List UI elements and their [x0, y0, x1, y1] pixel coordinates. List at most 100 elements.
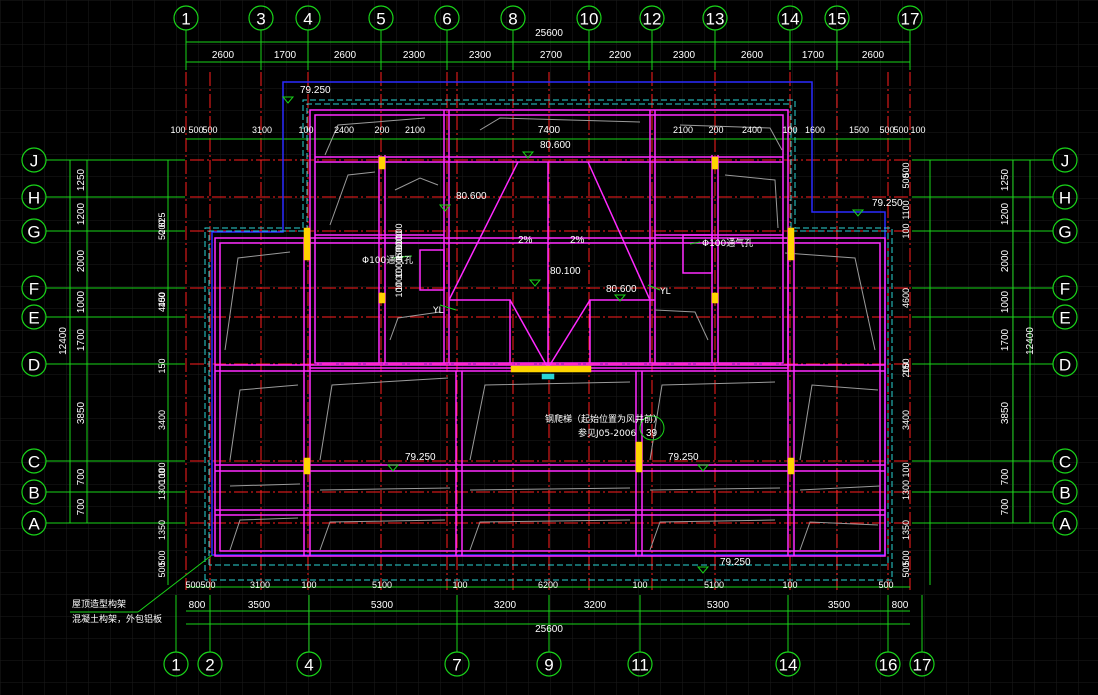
axis-bubble-top-3: 3: [248, 5, 274, 31]
dim-label: 1000: [394, 258, 404, 278]
note-line-1: 屋顶造型构架: [72, 598, 126, 610]
axis-bubble-bottom-17: 17: [909, 651, 935, 677]
dim-label: 3500: [248, 600, 271, 611]
axis-bubble-circle: [248, 5, 274, 31]
dim-label: 1000: [394, 258, 404, 278]
axis-bubble-circle: [1052, 275, 1078, 301]
dim-label: 1000: [394, 271, 404, 291]
axis-label: C: [1059, 453, 1071, 472]
dim-label: 500: [185, 580, 200, 590]
axis-bubble-top-15: 15: [824, 5, 850, 31]
axis-bubble-circle: [295, 5, 321, 31]
dim-label: 100: [170, 125, 185, 135]
dim-label: 2300: [469, 50, 492, 61]
dim-label: 3200: [494, 600, 517, 611]
axis-label: 4: [303, 10, 312, 29]
dim-label: 3850: [1000, 401, 1011, 424]
axis-label: 16: [879, 656, 898, 675]
dim-label: 3200: [584, 600, 607, 611]
dim-label: 100: [157, 468, 167, 483]
dim-total-bottom: 25600: [535, 624, 563, 635]
axis-bubble-right-A: A: [1052, 510, 1078, 536]
dim-label: 100: [901, 462, 911, 477]
axis-bubble-circle: [197, 651, 223, 677]
dim-label: 150: [157, 358, 167, 373]
elevation-marker-e1: 79.250: [281, 85, 331, 104]
dim-label: 500: [901, 562, 911, 577]
axis-bubble-left-B: B: [21, 479, 47, 505]
axis-label: E: [1059, 309, 1070, 328]
dim-label: 200: [901, 362, 911, 377]
dim-label: 5100: [372, 580, 392, 590]
dim-inner-top-mid: 7400: [538, 125, 561, 136]
axis-label: 7: [452, 656, 461, 675]
dim-left-total: 12400: [58, 327, 69, 355]
dim-label: 1600: [805, 125, 825, 135]
axis-bubble-circle: [1052, 448, 1078, 474]
axis-label: 5: [376, 10, 385, 29]
axis-bubble-right-G: G: [1052, 218, 1078, 244]
dim-label: 3400: [901, 410, 911, 430]
axis-label: A: [1059, 515, 1071, 534]
axis-bubble-bottom-16: 16: [875, 651, 901, 677]
elevation-marker-e6: 80.600: [606, 284, 637, 302]
dim-label: 100: [452, 580, 467, 590]
axis-bubble-top-12: 12: [639, 5, 665, 31]
axis-bubble-top-6: 6: [434, 5, 460, 31]
slope-label: 2%: [570, 235, 585, 246]
axis-label: B: [28, 484, 39, 503]
axis-bubble-bottom-14: 14: [775, 651, 801, 677]
dim-label: 1700: [802, 50, 825, 61]
dim-label: 100: [901, 223, 911, 238]
dim-label: 2200: [609, 50, 632, 61]
dim-label: 3100: [250, 580, 270, 590]
axis-bubble-circle: [1052, 351, 1078, 377]
dim-label: 500: [188, 125, 203, 135]
dim-label: 2600: [862, 50, 885, 61]
axis-label: 13: [706, 10, 725, 29]
drain-marks: [70, 241, 701, 613]
axis-bubble-left-C: C: [21, 448, 47, 474]
axis-bubble-circle: [21, 218, 47, 244]
dim-label: 1350: [901, 520, 911, 540]
axis-bubble-circle: [21, 147, 47, 173]
axis-label: H: [1059, 189, 1071, 208]
axis-bubble-circle: [173, 5, 199, 31]
dim-label: 1500: [849, 125, 869, 135]
dim-label: 100: [157, 462, 167, 477]
axis-bubble-circle: [296, 651, 322, 677]
axis-label: B: [1059, 484, 1070, 503]
axis-bubble-left-E: E: [21, 304, 47, 330]
dim-label: 700: [76, 498, 87, 515]
axis-bubble-right-F: F: [1052, 275, 1078, 301]
axis-bubble-circle: [21, 448, 47, 474]
axis-label: 3: [256, 10, 265, 29]
dim-label: 1100: [394, 230, 404, 249]
dim-label: 100: [782, 580, 797, 590]
axis-label: 9: [544, 656, 553, 675]
axis-bubble-circle: [875, 651, 901, 677]
axis-label: J: [30, 152, 39, 171]
axis-bubble-circle: [21, 510, 47, 536]
dim-label: 100: [394, 236, 404, 251]
dim-label: 1250: [1000, 168, 1011, 191]
axis-bubble-right-H: H: [1052, 184, 1078, 210]
axis-bubble-circle: [21, 304, 47, 330]
axis-bubble-circle: [627, 651, 653, 677]
dim-label: 1700: [274, 50, 297, 61]
dim-label: 700: [76, 468, 87, 485]
dim-label: 150: [901, 358, 911, 373]
dim-label: 2300: [673, 50, 696, 61]
note-line-2: 混凝土构架，外包铝板: [72, 613, 162, 625]
elevation-text: 79.250: [872, 198, 903, 209]
axis-bubble-top-4: 4: [295, 5, 321, 31]
axis-label: 11: [631, 656, 649, 675]
axis-bubble-circle: [639, 5, 665, 31]
axis-bubble-right-J: J: [1052, 147, 1078, 173]
dim-label: 100: [157, 292, 167, 307]
dim-label: 1200: [76, 202, 87, 225]
dim-label: 100: [910, 125, 925, 135]
dim-label: 4600: [901, 288, 911, 308]
axis-bubble-left-J: J: [21, 147, 47, 173]
